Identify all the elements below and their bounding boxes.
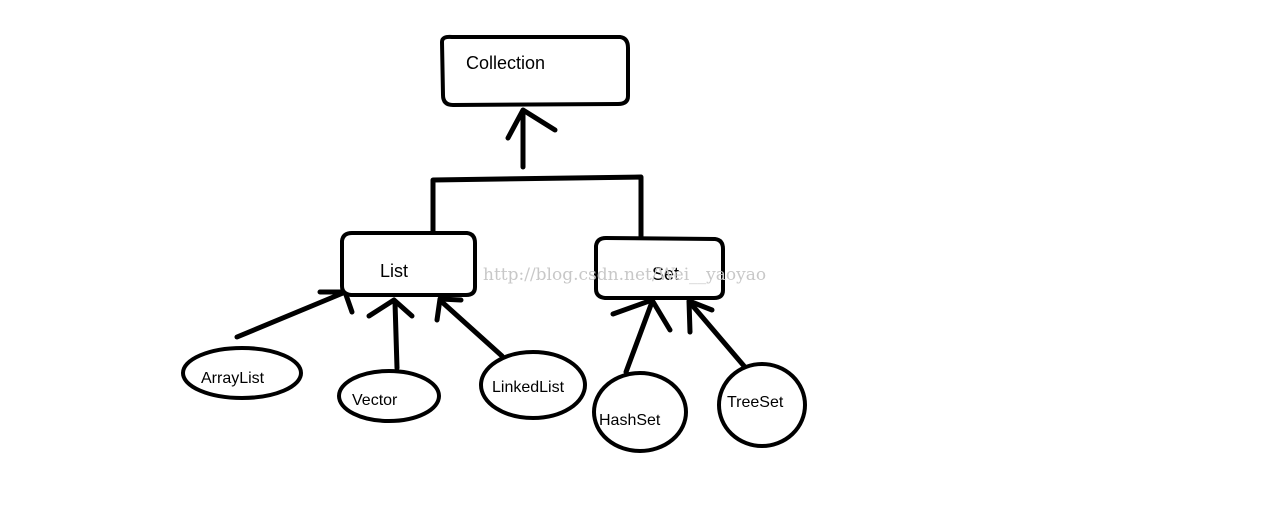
hashset-label: HashSet bbox=[599, 412, 661, 429]
vector-node: Vector bbox=[337, 369, 441, 423]
set-label: Set bbox=[652, 264, 679, 284]
linkedlist-node: LinkedList bbox=[479, 350, 587, 420]
collection-node: Collection bbox=[439, 34, 630, 108]
list-node: List bbox=[340, 231, 477, 297]
arrow-treeset-to-set bbox=[686, 298, 747, 369]
treeset-node: TreeSet bbox=[717, 362, 807, 448]
arraylist-node: ArrayList bbox=[181, 346, 303, 400]
hashset-node: HashSet bbox=[592, 371, 688, 453]
arrow-arraylist-to-list bbox=[234, 289, 355, 340]
treeset-label: TreeSet bbox=[727, 394, 784, 411]
collection-label: Collection bbox=[466, 53, 545, 73]
arrow-vector-to-list bbox=[366, 297, 415, 371]
connector-list-set-to-collection bbox=[430, 107, 644, 243]
list-label: List bbox=[380, 261, 408, 281]
arrow-hashset-to-set bbox=[610, 297, 673, 375]
vector-label: Vector bbox=[352, 392, 398, 409]
arrow-linkedlist-to-list bbox=[434, 296, 505, 359]
watermark-text: http://blog.csdn.net/Wei__yaoyao bbox=[483, 265, 766, 285]
linkedlist-label: LinkedList bbox=[492, 379, 565, 396]
set-node: Set bbox=[594, 235, 725, 300]
arraylist-label: ArrayList bbox=[201, 370, 265, 387]
